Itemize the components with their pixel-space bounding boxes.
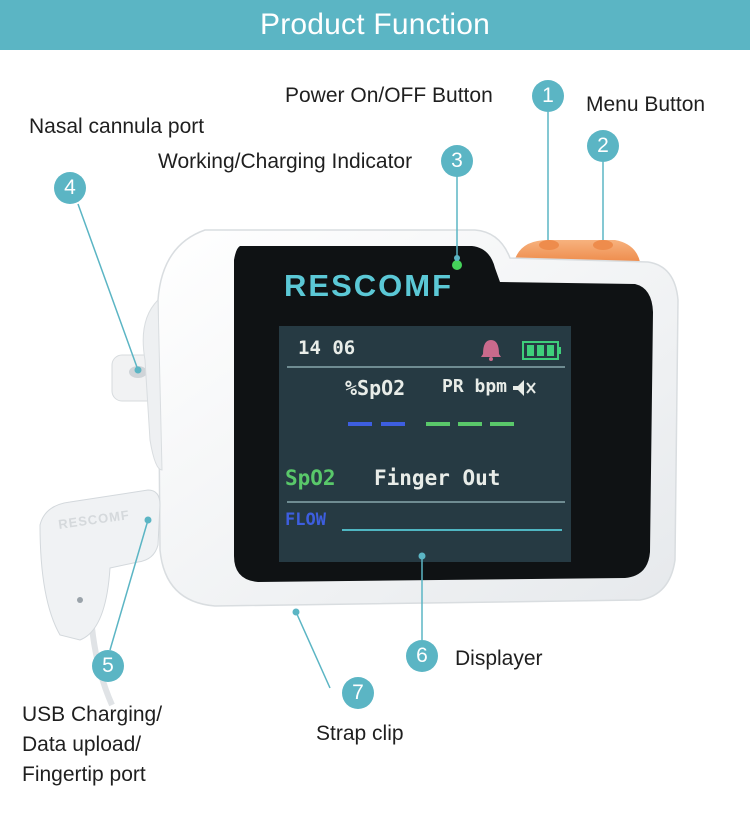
leader-line-4 <box>77 203 139 371</box>
screen-spo2-label: SpO2 <box>285 466 336 490</box>
lcd-screen <box>279 326 571 562</box>
callout-badge-6: 6 <box>406 640 438 672</box>
callout-label-indicator: Working/Charging Indicator <box>158 150 413 173</box>
leader-line-5 <box>109 519 149 651</box>
leader-dot-3 <box>454 255 460 261</box>
callout-badge-4: 4 <box>54 172 86 204</box>
callout-label-displayer: Displayer <box>455 647 543 670</box>
menu-button-cap[interactable] <box>593 240 613 250</box>
screen-status: Finger Out <box>374 466 501 490</box>
battery-icon <box>522 341 561 360</box>
leader-dot-5 <box>144 516 152 524</box>
bell-icon <box>481 340 501 361</box>
brand-logo: RESCOMF <box>284 268 453 303</box>
header-bar: Product Function <box>0 0 750 50</box>
power-button-cap[interactable] <box>539 240 559 250</box>
callout-badge-3: 3 <box>441 145 473 177</box>
leader-line-7 <box>295 611 331 689</box>
screen-pr-header: PR bpm <box>442 376 508 397</box>
leader-dot-7 <box>292 608 300 616</box>
usb-plug-dot <box>77 597 83 603</box>
leader-dot-4 <box>134 366 142 374</box>
callout-badge-7: 7 <box>342 677 374 709</box>
callout-label-menu: Menu Button <box>586 93 706 116</box>
callout-label-usb: USB Charging/ Data upload/ Fingertip por… <box>22 703 163 786</box>
indicator-led <box>452 260 462 270</box>
page-title: Product Function <box>260 8 490 41</box>
screen-flow-label: FLOW <box>285 510 326 530</box>
leader-dot-6 <box>418 552 426 560</box>
callout-label-nasal: Nasal cannula port <box>29 115 205 138</box>
callout-label-power: Power On/OFF Button <box>285 84 493 107</box>
screen-spo2-header: %SpO2 <box>345 376 406 400</box>
speaker-muted-icon <box>513 380 536 396</box>
callout-badge-2: 2 <box>587 130 619 162</box>
screen-time: 14 06 <box>298 337 356 359</box>
callout-label-strap: Strap clip <box>316 722 404 745</box>
callout-badge-1: 1 <box>532 80 564 112</box>
callout-badge-5: 5 <box>92 650 124 682</box>
usb-plug-shape <box>39 489 161 641</box>
side-bulge <box>142 298 163 471</box>
